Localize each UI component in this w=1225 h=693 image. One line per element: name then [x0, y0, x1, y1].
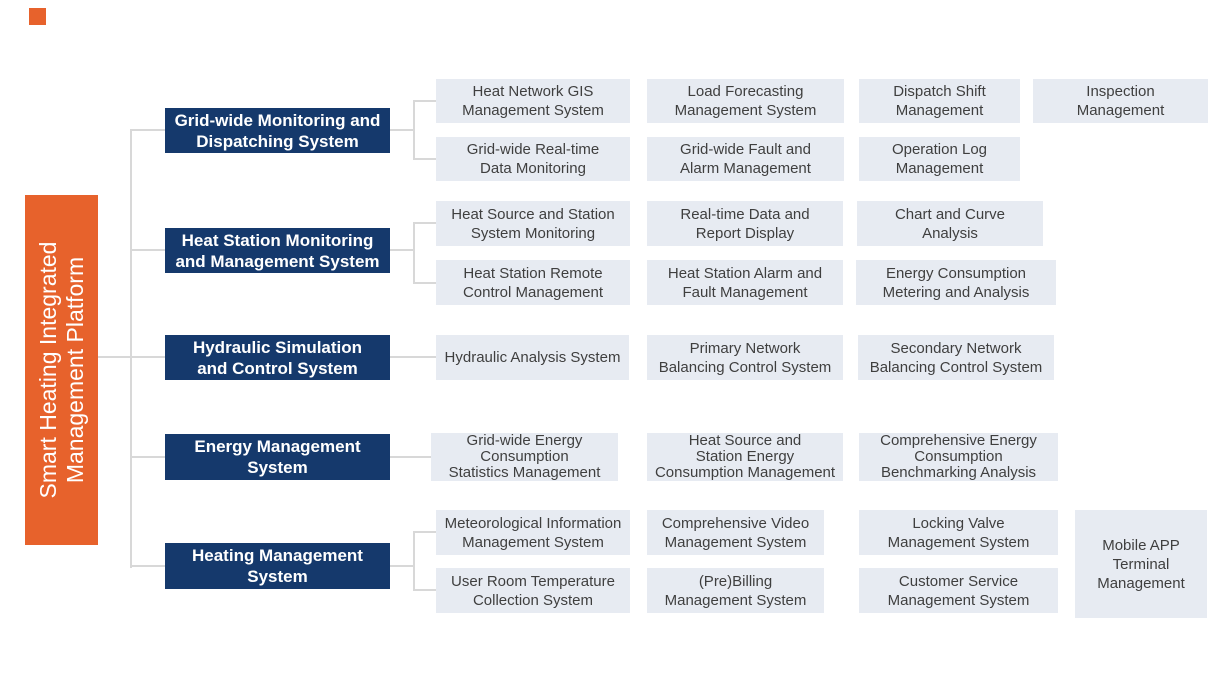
branch-heat-station: Heat Station Monitoring and Management S… [165, 228, 390, 273]
module-secondary-network-balancing: Secondary Network Balancing Control Syst… [858, 335, 1054, 380]
module-hydraulic-analysis: Hydraulic Analysis System [436, 335, 629, 380]
module-customer-service: Customer Service Management System [859, 568, 1058, 613]
corner-accent-square [29, 8, 46, 25]
module-comprehensive-video: Comprehensive Video Management System [647, 510, 824, 555]
module-realtime-report-display: Real-time Data and Report Display [647, 201, 843, 246]
connector-line [131, 456, 165, 458]
module-mobile-app-terminal: Mobile APP Terminal Management [1075, 510, 1207, 618]
module-heat-network-gis: Heat Network GIS Management System [436, 79, 630, 123]
connector-line [98, 356, 165, 358]
connector-line [414, 589, 436, 591]
module-energy-metering-analysis: Energy Consumption Metering and Analysis [856, 260, 1056, 305]
module-dispatch-shift: Dispatch Shift Management [859, 79, 1020, 123]
module-pre-billing: (Pre)Billing Management System [647, 568, 824, 613]
branch-grid-monitoring: Grid-wide Monitoring and Dispatching Sys… [165, 108, 390, 153]
connector-line [390, 129, 414, 131]
module-grid-realtime-data: Grid-wide Real-time Data Monitoring [436, 137, 630, 181]
module-heat-station-alarm-fault: Heat Station Alarm and Fault Management [647, 260, 843, 305]
platform-root-box: Smart Heating Integrated Management Plat… [25, 195, 98, 545]
connector-line [414, 100, 436, 102]
connector-line [131, 565, 165, 567]
module-grid-fault-alarm: Grid-wide Fault and Alarm Management [647, 137, 844, 181]
branch-energy: Energy Management System [165, 434, 390, 480]
connector-line [414, 531, 436, 533]
module-operation-log: Operation Log Management [859, 137, 1020, 181]
branch-hydraulic: Hydraulic Simulation and Control System [165, 335, 390, 380]
module-locking-valve: Locking Valve Management System [859, 510, 1058, 555]
module-primary-network-balancing: Primary Network Balancing Control System [647, 335, 843, 380]
module-heat-source-station-monitoring: Heat Source and Station System Monitorin… [436, 201, 630, 246]
connector-line [390, 565, 414, 567]
connector-line [414, 282, 436, 284]
connector-line [131, 249, 165, 251]
connector-line [413, 100, 415, 160]
module-grid-energy-statistics: Grid-wide Energy Consumption Statistics … [431, 433, 618, 481]
connector-line [414, 222, 436, 224]
module-energy-benchmarking-analysis: Comprehensive Energy Consumption Benchma… [859, 433, 1058, 481]
module-inspection: Inspection Management [1033, 79, 1208, 123]
connector-line [131, 129, 165, 131]
module-user-room-temperature: User Room Temperature Collection System [436, 568, 630, 613]
connector-line [413, 531, 415, 591]
module-source-station-energy-consumption: Heat Source and Station Energy Consumpti… [647, 433, 843, 481]
platform-title: Smart Heating Integrated Management Plat… [34, 241, 88, 499]
module-heat-station-remote-control: Heat Station Remote Control Management [436, 260, 630, 305]
connector-line [130, 129, 132, 568]
connector-line [414, 158, 436, 160]
connector-line [390, 356, 436, 358]
connector-line [413, 222, 415, 284]
module-meteorological-info: Meteorological Information Management Sy… [436, 510, 630, 555]
module-chart-curve-analysis: Chart and Curve Analysis [857, 201, 1043, 246]
connector-line [390, 249, 414, 251]
branch-heating: Heating Management System [165, 543, 390, 589]
module-load-forecasting: Load Forecasting Management System [647, 79, 844, 123]
connector-line [390, 456, 431, 458]
